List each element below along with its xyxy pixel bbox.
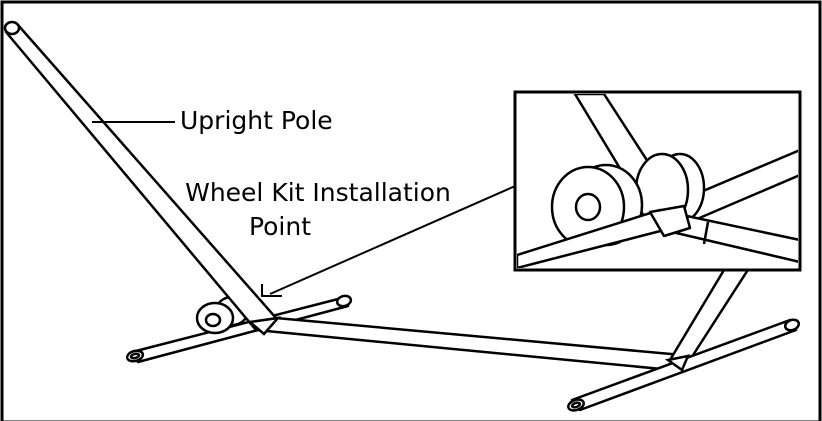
upright-pole-label: Upright Pole: [180, 106, 333, 135]
left-junction: [247, 316, 282, 336]
inset-detail: [513, 90, 802, 272]
wheel-kit-label-line1: Wheel Kit Installation: [185, 178, 451, 207]
right-junction: [664, 354, 691, 372]
wheel-kit-leader: [269, 182, 523, 295]
installation-point-marker: [261, 284, 282, 297]
wheel-kit-label-line2: Point: [248, 212, 312, 241]
wheel-kit-label: Wheel Kit Installation Point: [168, 176, 468, 244]
center-beam: [254, 316, 684, 372]
